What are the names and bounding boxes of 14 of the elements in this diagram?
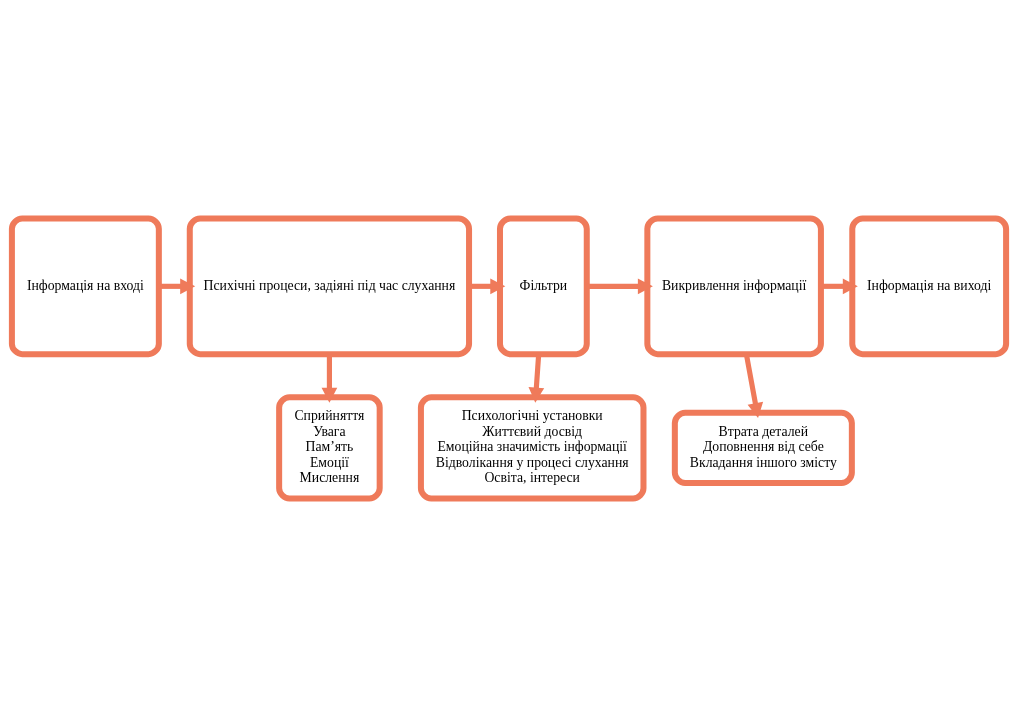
node-box: Сприйняття Увага Пам’ять Емоції Мислення — [276, 394, 383, 502]
node-box: Інформація на виході — [849, 215, 1010, 358]
arrow — [821, 278, 858, 295]
node-box: Психологічні установки Життєвий досвід Емоційна значимість інформації Відволікання у процесі слухання Освіта, інтереси — [417, 394, 647, 502]
node-box: Викривлення інформації — [644, 215, 824, 358]
node-box: Втрата деталей Доповнення від себе Вкладання іншого змісту — [671, 409, 855, 487]
node-box: Фільтри — [496, 215, 590, 358]
node-box: Психічні процеси, задіяні під час слухання — [186, 215, 473, 358]
arrow — [469, 278, 506, 295]
arrow — [321, 354, 338, 403]
node-box: Інформація на вході — [8, 215, 162, 358]
arrow — [159, 278, 196, 295]
arrow — [528, 354, 545, 403]
arrow — [586, 278, 653, 295]
